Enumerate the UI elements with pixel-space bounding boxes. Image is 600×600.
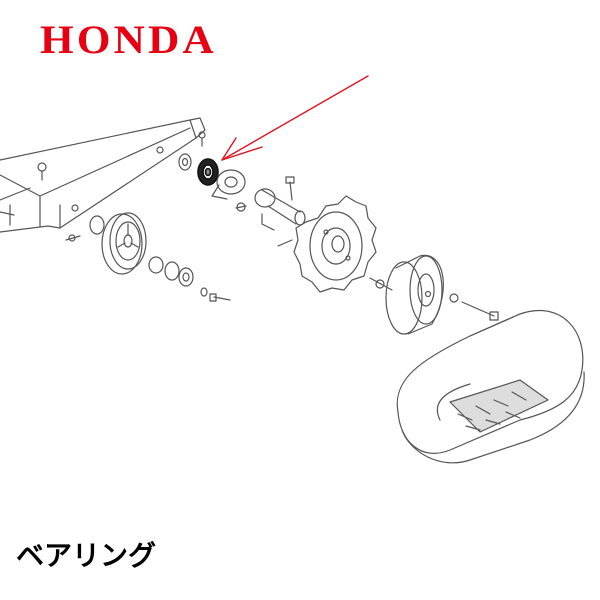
frame xyxy=(0,117,206,233)
crawler-track xyxy=(396,309,585,464)
wheel-hardware xyxy=(148,256,231,302)
drive-hub xyxy=(385,254,499,335)
bolts-upper xyxy=(37,131,206,242)
brand-logo: HONDA xyxy=(40,17,218,62)
part-name-caption: ベアリング xyxy=(16,539,157,572)
callout-arrow xyxy=(221,75,369,161)
sprocket xyxy=(293,195,377,293)
spacer-rings xyxy=(89,153,192,235)
bearing xyxy=(197,158,219,186)
roller-wheel xyxy=(101,212,147,275)
hub-bolt xyxy=(369,277,393,291)
flange-bushing xyxy=(211,169,247,212)
